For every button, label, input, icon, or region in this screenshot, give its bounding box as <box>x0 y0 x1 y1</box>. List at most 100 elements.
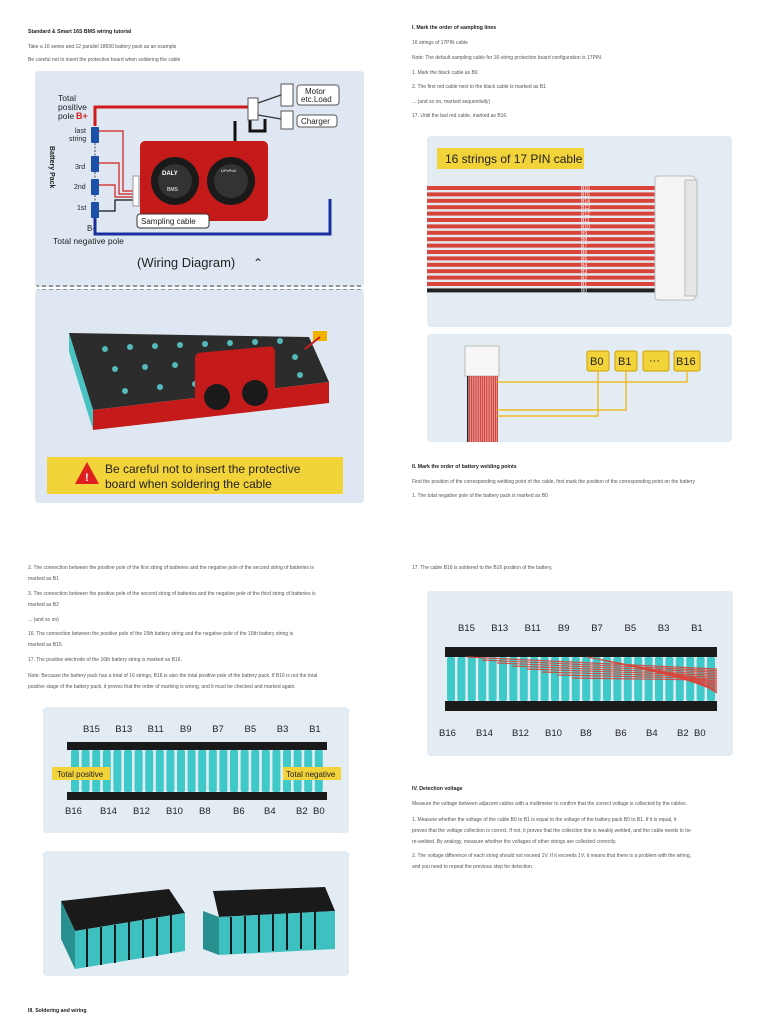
cable-wire-label: B16 <box>581 186 590 192</box>
cable-wire-label: B12 <box>581 212 590 218</box>
sampling-cable-label: Sampling cable <box>141 217 196 226</box>
total-positive-label-2: positive <box>58 102 87 112</box>
cable-wire <box>427 211 663 216</box>
solder-battery-cell <box>457 657 466 701</box>
tag-cable-wire <box>468 376 471 442</box>
page3-p1: 2. The connection between the positive p… <box>28 565 314 571</box>
solder-bottom-label: B10 <box>545 728 562 739</box>
tag-cable-wire <box>472 376 474 442</box>
tag-cable-wire <box>485 376 487 442</box>
solder-battery-cell <box>592 657 601 701</box>
bms-logo-text: BMS <box>167 187 179 193</box>
battery-cell <box>198 750 207 792</box>
bottom-point-label: B10 <box>166 806 183 817</box>
page4-p4b: and you need to repeat the previous step… <box>412 864 534 870</box>
solder-bottom-label: B0 <box>694 728 706 739</box>
page4-p3: 1. Measure whether the voltage of the ca… <box>412 817 677 823</box>
section3-title: III. Soldering and wiring <box>28 1008 87 1014</box>
tag-ellipsis: ··· <box>649 355 660 367</box>
cable-banner-text: 16 strings of 17 PIN cable <box>445 152 583 166</box>
solder-top-label: B7 <box>591 623 603 634</box>
last-string-label-2: string <box>69 136 86 143</box>
battery-cell <box>261 750 270 792</box>
page3-p2b: marked as B2 <box>28 602 59 608</box>
cable-wire <box>427 218 663 222</box>
cable-wire-label: B3 <box>581 269 587 275</box>
cable-photo: 16 strings of 17 PIN cable B16B15B14B13B… <box>427 148 698 301</box>
first-string-label: 1st <box>77 205 86 212</box>
solder-battery-cell <box>519 657 528 701</box>
battery-pack-photo-panel: ! Be careful not to insert the protectiv… <box>35 289 364 503</box>
top-point-label: B3 <box>277 724 289 735</box>
tag-cable-wire <box>474 376 476 442</box>
cable-wire <box>427 269 663 274</box>
cable-wire-label: B5 <box>581 256 587 262</box>
solder-top-label: B15 <box>458 623 475 634</box>
solder-bottom-label: B16 <box>439 728 456 739</box>
page2-p8: 1. The total negative pole of the batter… <box>412 493 548 499</box>
battery-cell <box>113 750 122 792</box>
section4-title: IV. Detection voltage <box>412 786 463 792</box>
tag-cable-wire <box>496 376 498 442</box>
top-point-label: B7 <box>212 724 224 735</box>
last-string-label: last <box>75 128 86 135</box>
battery-cell <box>219 750 228 792</box>
solder-top-label: B3 <box>658 623 670 634</box>
page3-p3: ... (and so on) <box>28 617 59 623</box>
solder-battery-cell <box>675 657 684 701</box>
tag-b0: B0 <box>590 356 603 368</box>
page3-p4b: marked as B15. <box>28 642 64 648</box>
page2-p2: Note: The default sampling cable for 16-… <box>412 55 603 61</box>
cable-wire-label: B0 <box>581 288 587 294</box>
page1-title: Standard & Smart 16S BMS wiring tutorial <box>28 29 132 35</box>
total-positive-label: Total <box>58 93 76 103</box>
load-label: etc.Load <box>301 95 332 104</box>
second-string-label: 2nd <box>74 184 86 191</box>
solder-wire <box>526 668 718 676</box>
cable-wire <box>427 262 663 267</box>
battery-cell <box>134 750 143 792</box>
cable-wire <box>427 224 663 229</box>
cable-wire <box>427 282 663 286</box>
solder-bottom-label: B8 <box>580 728 592 739</box>
cable-wire <box>427 288 663 293</box>
page2-p6: 17. Until the last red cable, marked as … <box>412 113 508 119</box>
wiring-diagram: DALY BMS LiFePo4 Sampling cable Motor et… <box>35 83 364 287</box>
top-point-label: B9 <box>180 724 192 735</box>
b-plus-label: B+ <box>76 111 88 121</box>
solder-battery-cell <box>509 657 518 701</box>
cable-wire <box>427 237 663 242</box>
wiring-diagram-panel: DALY BMS LiFePo4 Sampling cable Motor et… <box>35 71 364 287</box>
page2-p4: 2. The first red cable next to the black… <box>412 84 546 90</box>
tag-cable-wire <box>489 376 491 442</box>
tag-cable-wire <box>470 376 473 442</box>
tag-cable-wire <box>483 376 486 442</box>
solder-battery-cell <box>540 657 549 701</box>
lifepo4-text: LiFePo4 <box>221 168 237 173</box>
battery-cell <box>240 750 249 792</box>
solder-bottom-label: B6 <box>615 728 627 739</box>
solder-battery-cell <box>467 657 476 701</box>
battery-cell <box>208 750 217 792</box>
total-negative-tag: Total negative <box>286 770 336 779</box>
solder-bottom-label: B12 <box>512 728 529 739</box>
solder-bottom-label: B14 <box>476 728 493 739</box>
cable-wire <box>427 275 663 280</box>
double-chevron-icon: ⌃ <box>253 256 263 270</box>
section2-title: II. Mark the order of battery welding po… <box>412 464 517 470</box>
cable-wire-label: B8 <box>581 237 587 243</box>
bottom-point-label: B0 <box>313 806 325 817</box>
page4-p4: 2. The voltage difference of each string… <box>412 853 692 859</box>
cable-wire-label: B2 <box>581 276 587 282</box>
battery-cell <box>230 750 238 792</box>
cable-wire <box>427 198 663 203</box>
page4-p3c: re-welded. By analogy, measure whether t… <box>412 839 617 845</box>
cable-tags: B0 B1 ··· B16 <box>464 345 701 442</box>
bottom-point-label: B2 <box>296 806 308 817</box>
solder-battery-cell <box>447 657 455 701</box>
top-point-label: B15 <box>83 724 100 735</box>
motor-label: Motor <box>305 87 326 96</box>
cable-wire-label: B10 <box>581 224 590 230</box>
